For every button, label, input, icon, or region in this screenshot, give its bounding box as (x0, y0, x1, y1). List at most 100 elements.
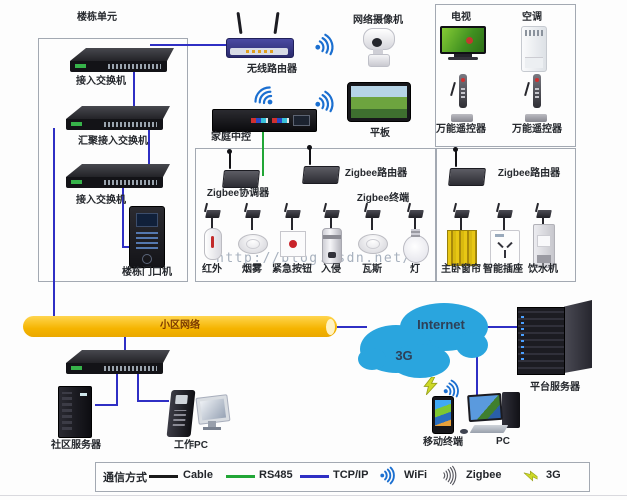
universal-remote-right-device (523, 74, 549, 122)
device-water-dispenser (525, 202, 561, 270)
router-ports (230, 48, 288, 55)
tv-logo-dot (466, 37, 473, 44)
sensor-light-label: 灯 (410, 264, 420, 275)
work-pc-label: 工作PC (174, 440, 208, 451)
tablet-label: 平板 (370, 128, 390, 139)
switch-top-face (66, 106, 170, 119)
antenna-icon (229, 152, 231, 169)
device-smart-socket (486, 202, 522, 270)
ip-camera-label: 网络摄像机 (353, 15, 403, 26)
community-switch-device (66, 350, 170, 375)
server-leds (521, 316, 524, 360)
pc-mouse (460, 429, 468, 434)
light-bulb-body (403, 229, 429, 263)
legend-tcpip-label: TCP/IP (333, 469, 369, 481)
smoke-sensor-body (238, 234, 268, 254)
cloud-3g-label: 3G (395, 348, 413, 363)
zigbee-terminal-box (195, 148, 437, 282)
tcpip-line-switch1-switch2 (133, 68, 135, 112)
sensor-intrusion (313, 202, 349, 270)
tv-base (448, 57, 478, 60)
sensor-smoke-label: 烟雾 (242, 264, 262, 275)
mobile-terminal-label: 移动终端 (423, 437, 463, 448)
tcpip-line-switch-server-v (116, 374, 118, 406)
tcpip-line-switch-workpc-h (137, 400, 169, 402)
antenna-icon (273, 11, 280, 35)
internet-3g-cloud (358, 303, 488, 378)
community-network-label: 小区网络 (160, 320, 200, 331)
legend-rs485-label: RS485 (259, 469, 293, 481)
remote-base (451, 114, 473, 122)
camera-base (368, 54, 390, 67)
air-conditioner-device (521, 26, 547, 72)
server-side (564, 300, 592, 373)
sensor-cord (503, 217, 505, 230)
tcpip-line-cloud-pc (476, 342, 478, 400)
zigbee-coordinator-label: Zigbee协调器 (206, 188, 270, 199)
tcpip-line-switch1-router (150, 44, 238, 46)
legend-box (95, 462, 590, 492)
home-controller-device (212, 109, 317, 132)
legend-3g-icon (523, 470, 538, 482)
universal-remote-left-label: 万能遥控器 (436, 124, 486, 135)
page-bottom-line (0, 495, 627, 496)
zigbee-module (245, 210, 261, 218)
sensor-infrared-label: 红外 (202, 264, 222, 275)
tv-screen (440, 26, 486, 54)
sensor-cord (330, 217, 332, 230)
zigbee-module (324, 210, 340, 218)
legend-3g-label: 3G (546, 469, 561, 481)
zigbee-module (497, 210, 513, 218)
tcpip-line-bus-switch (124, 337, 126, 353)
curtain-body (447, 230, 477, 266)
sensor-emergency-button (274, 202, 310, 270)
antenna-icon (455, 150, 457, 167)
wifi-icon (443, 379, 459, 398)
sensor-cord (414, 217, 416, 230)
tablet-device (347, 82, 411, 122)
sensor-infrared (194, 202, 230, 270)
sensor-cord (542, 217, 544, 230)
sensor-cord (251, 217, 253, 230)
pc-monitor (467, 392, 503, 423)
sensor-cord (460, 217, 462, 230)
door-station-label: 楼栋门口机 (122, 267, 172, 278)
zigbee-router-left-label: Zigbee路由器 (344, 168, 408, 179)
switch-top-face (66, 350, 170, 363)
camera-neck (373, 49, 383, 54)
switch-front-ports (66, 177, 163, 188)
zigbee-body (222, 170, 260, 188)
universal-remote-left-device (449, 74, 475, 122)
zigbee-body (302, 166, 340, 184)
tcpip-line-aggregation-bus (53, 128, 55, 318)
smart-socket-body (490, 230, 520, 266)
wireless-router-device (226, 11, 294, 58)
antenna-icon (524, 81, 530, 97)
legend-zigbee-icon (443, 465, 457, 486)
remote-body (459, 74, 467, 108)
pc-tower (502, 392, 520, 428)
tv-stand (454, 54, 472, 57)
antenna-tip (453, 147, 458, 152)
universal-remote-right-label: 万能遥控器 (512, 124, 562, 135)
door-call-button (142, 254, 152, 264)
antenna-icon (450, 81, 456, 97)
zigbee-right-box (435, 148, 576, 282)
internet-label: Internet (417, 317, 465, 332)
remote-body (533, 74, 541, 108)
curtain-label: 主卧窗帘 (441, 264, 481, 275)
work-pc-device (165, 388, 233, 440)
antenna-tip (307, 145, 312, 150)
emergency-button-body (280, 231, 306, 257)
legend-title: 通信方式 (103, 472, 147, 484)
legend-zigbee-label: Zigbee (466, 469, 502, 481)
switch-top-face (70, 48, 174, 61)
tcpip-line-switch-server-h (95, 404, 118, 406)
sensor-cord (291, 217, 293, 230)
sensor-emergency-label: 紧急按钮 (272, 264, 312, 275)
pc-tower (166, 390, 196, 437)
pc-label: PC (496, 436, 510, 447)
access-switch-1-device (70, 48, 174, 73)
platform-server-device (517, 300, 593, 378)
